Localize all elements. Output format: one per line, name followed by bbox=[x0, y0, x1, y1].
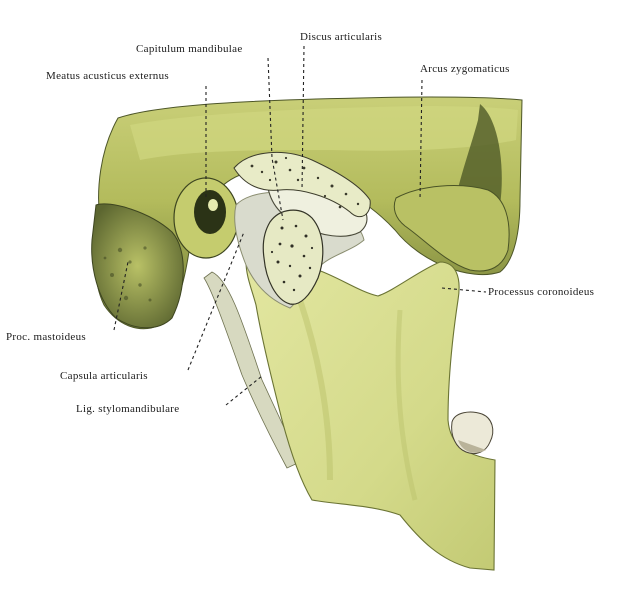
tooth-shadow bbox=[458, 440, 486, 453]
label-capsula-articularis: Capsula articularis bbox=[60, 370, 148, 382]
label-lig-stylomandibulare: Lig. stylomandibulare bbox=[76, 403, 179, 415]
leader-processus bbox=[441, 287, 487, 293]
mastoid-texture bbox=[103, 246, 152, 302]
leader-capsula bbox=[187, 231, 245, 371]
label-discus-articularis: Discus articularis bbox=[300, 31, 382, 43]
meatus-highlight bbox=[208, 199, 218, 211]
mandible-ramus bbox=[245, 259, 496, 571]
mandible-shade-2 bbox=[395, 309, 418, 501]
fossa-texture bbox=[250, 156, 360, 209]
meatus-opening bbox=[194, 190, 226, 234]
leader-lines bbox=[113, 45, 487, 406]
mandibular-condyle bbox=[262, 209, 324, 305]
leader-lig bbox=[225, 375, 263, 406]
stylomandibular-ligament bbox=[203, 271, 301, 469]
mandible-shade-1 bbox=[297, 299, 333, 481]
label-processus-coronoideus: Processus coronoideus bbox=[488, 286, 594, 298]
label-meatus-acusticus-externus: Meatus acusticus externus bbox=[46, 70, 169, 82]
mastoid-process bbox=[91, 203, 184, 329]
label-arcus-zygomaticus: Arcus zygomaticus bbox=[420, 63, 510, 75]
label-proc-mastoideus: Proc. mastoideus bbox=[6, 331, 86, 343]
leader-arcus bbox=[419, 79, 423, 201]
zygomatic-arch bbox=[393, 185, 510, 272]
label-capitulum-mandibulae: Capitulum mandibulae bbox=[136, 43, 243, 55]
leader-discus bbox=[301, 45, 305, 191]
condyle-texture bbox=[270, 224, 314, 292]
